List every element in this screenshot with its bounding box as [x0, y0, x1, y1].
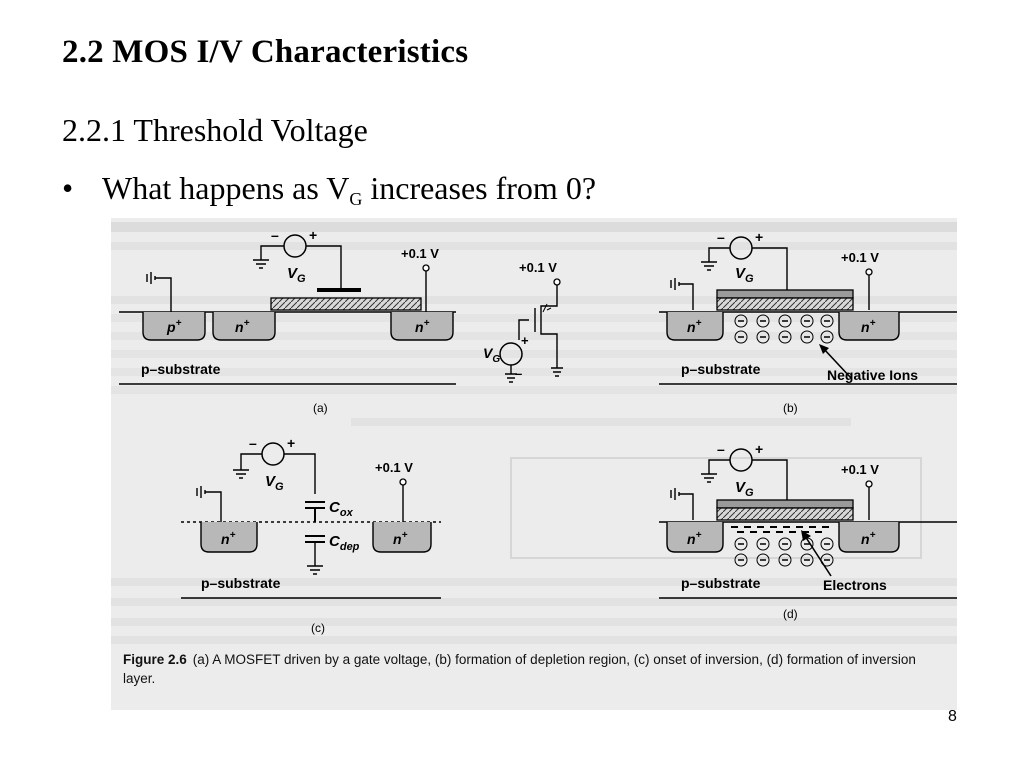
electrons-label: Electrons [823, 577, 887, 593]
svg-text:n+: n+ [861, 530, 876, 547]
svg-text:n+: n+ [221, 530, 236, 547]
vg-plus: + [309, 227, 317, 243]
svg-text:VG: VG [735, 265, 754, 285]
svg-text:n+: n+ [687, 530, 702, 547]
panel-label-c: (c) [311, 621, 325, 635]
svg-text:VG: VG [735, 479, 754, 499]
svg-text:n+: n+ [687, 318, 702, 335]
svg-text:p–substrate: p–substrate [681, 575, 761, 591]
svg-text:+: + [287, 435, 295, 451]
bullet-dot: • [62, 170, 74, 206]
svg-text:p–substrate: p–substrate [201, 575, 281, 591]
gate-oxide-a [270, 297, 422, 311]
caption-text: (a) A MOSFET driven by a gate voltage, (… [123, 652, 916, 686]
background-page-texture [111, 222, 957, 644]
negative-ions [734, 314, 834, 344]
p-plus-well [142, 312, 206, 341]
source-well-a [212, 312, 276, 341]
drain-voltage-c: +0.1 V [375, 460, 413, 475]
panel-label-b: (b) [783, 401, 798, 415]
svg-text:n+: n+ [393, 530, 408, 547]
svg-text:n+: n+ [415, 318, 430, 335]
svg-text:+: + [521, 333, 529, 348]
negative-ions-label: Negative Ions [827, 367, 918, 383]
bullet-text: What happens as VG increases from 0? [102, 170, 597, 209]
panel-label-d: (d) [783, 607, 798, 621]
negative-ions-d [734, 537, 834, 567]
svg-text:–: – [717, 229, 725, 245]
svg-text:+: + [755, 441, 763, 457]
panel-a-mosfet: + – VG +0.1 V p+ n+ n+ p–substrate [119, 227, 456, 415]
drain-well-a [390, 312, 454, 341]
drain-voltage-d: +0.1 V [841, 462, 879, 477]
page-number: 8 [948, 708, 957, 725]
figure-caption: Figure 2.6(a) A MOSFET driven by a gate … [123, 650, 943, 688]
svg-text:–: – [515, 366, 522, 381]
panel-d-inversion-layer: + – VG +0.1 V n+ n+ [659, 441, 957, 621]
vg-minus: – [271, 227, 279, 243]
caption-label: Figure 2.6 [123, 652, 187, 667]
svg-text:–: – [717, 441, 725, 457]
svg-text:–: – [249, 435, 257, 451]
svg-text:n+: n+ [861, 318, 876, 335]
mosfet-figure: + – VG +0.1 V p+ n+ n+ p–substrate [111, 218, 957, 710]
panel-c-onset-inversion: + – VG Cox Cdep +0.1 V n+ n+ p–substrate… [181, 435, 441, 635]
vg-source-icon [261, 442, 285, 466]
slide-title: 2.2 MOS I/V Characteristics [62, 34, 469, 70]
substrate-label-a: p–substrate [141, 361, 221, 377]
svg-text:VG: VG [483, 345, 500, 365]
drain-voltage-a: +0.1 V [401, 246, 439, 261]
mosfet-diagram: + – VG +0.1 V p+ n+ n+ p–substrate [111, 222, 957, 644]
svg-text:+0.1 V: +0.1 V [519, 260, 557, 275]
svg-text:+: + [755, 229, 763, 245]
svg-text:n+: n+ [235, 318, 250, 335]
svg-text:p+: p+ [166, 318, 182, 335]
panel-b-depletion: + – VG +0.1 V n+ n+ [659, 229, 957, 415]
section-subtitle: 2.2.1 Threshold Voltage [62, 112, 368, 148]
svg-text:VG: VG [265, 473, 284, 493]
mosfet-schematic: +0.1 V + – VG [483, 260, 563, 383]
bullet-item: • What happens as VG increases from 0? [62, 170, 596, 210]
vg-label: VG [287, 265, 306, 285]
drain-voltage-b: +0.1 V [841, 250, 879, 265]
cdep-label: Cdep [329, 533, 360, 553]
panel-label-a: (a) [313, 401, 328, 415]
svg-text:p–substrate: p–substrate [681, 361, 761, 377]
vg-source-icon [729, 448, 753, 472]
inversion-electrons [731, 526, 829, 533]
cox-label: Cox [329, 499, 354, 519]
